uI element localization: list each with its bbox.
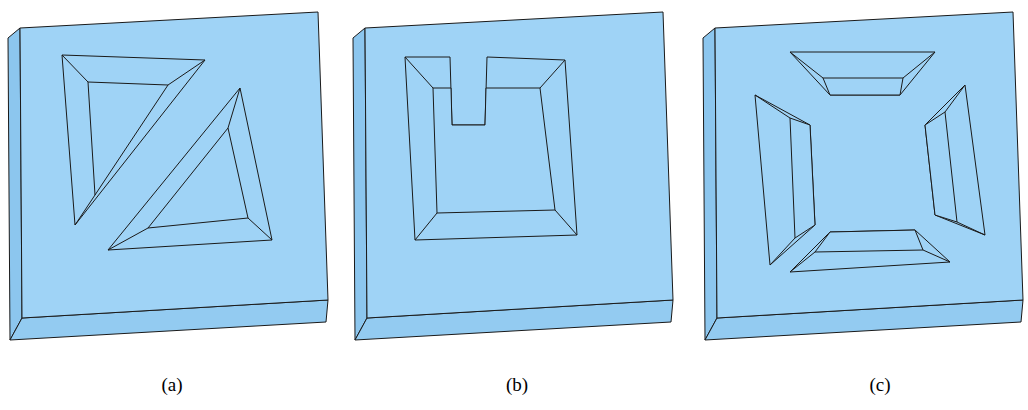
block-a (8, 12, 328, 340)
block-c (703, 12, 1023, 340)
figure-label: (b) (506, 374, 528, 396)
figure-label: (c) (869, 374, 890, 396)
figure-label: (a) (161, 374, 182, 396)
block-b (353, 12, 673, 340)
